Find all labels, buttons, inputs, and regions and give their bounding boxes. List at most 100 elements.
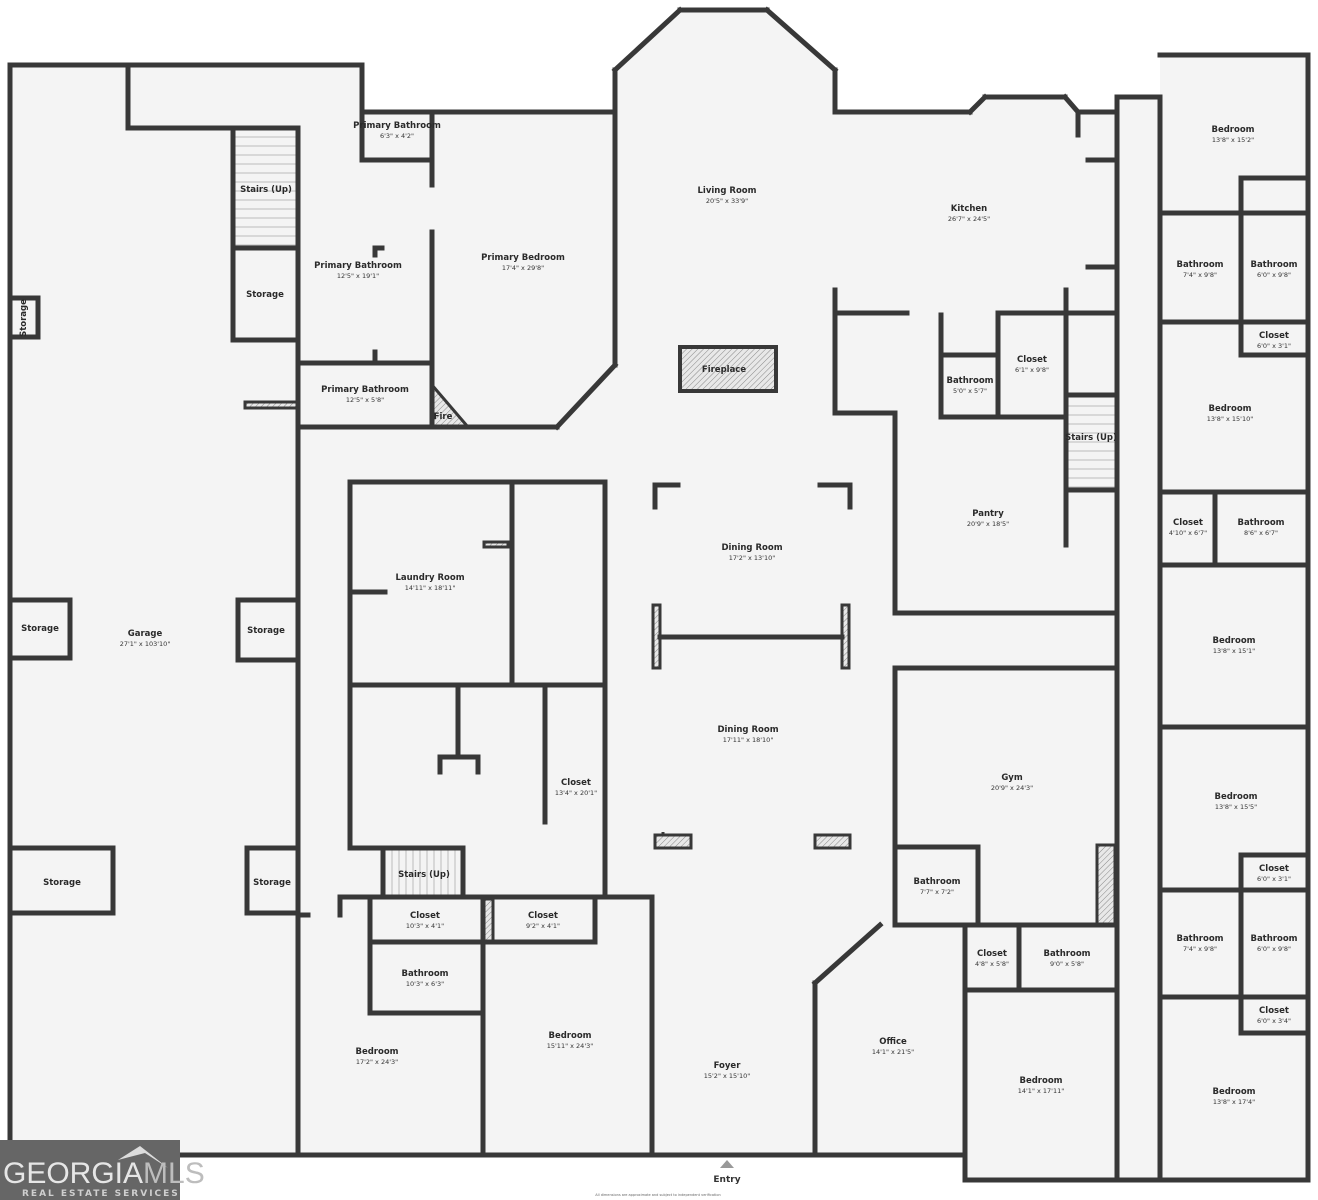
room-label: Storage (247, 626, 285, 636)
room-dimensions: 13'8" x 15'10" (1207, 415, 1253, 423)
hatched-elements (243, 345, 1117, 943)
room-dimensions: 7'4" x 9'8" (1183, 945, 1217, 953)
room-name: Bedroom (1214, 792, 1257, 802)
room-name: Dining Room (721, 543, 782, 553)
room-name: Closet (528, 911, 558, 921)
room-dimensions: 15'11" x 24'3" (547, 1042, 593, 1050)
room-dimensions: 14'1" x 17'11" (1018, 1087, 1064, 1095)
room-dimensions: 14'11" x 18'11" (405, 584, 456, 592)
room-label: Fireplace (702, 365, 746, 375)
room-dimensions: 6'1" x 9'8" (1015, 366, 1049, 374)
building-floor (10, 10, 1308, 1180)
disclaimer: All dimensions are approximate and subje… (595, 1193, 720, 1197)
room-name: Bedroom (355, 1047, 398, 1057)
room-dimensions: 13'4" x 20'1" (555, 789, 597, 797)
room-name: Bedroom (1211, 125, 1254, 135)
room-dimensions: 20'5" x 33'9" (706, 197, 748, 205)
room-name: Dining Room (717, 725, 778, 735)
room-name: Bathroom (1176, 934, 1223, 944)
room-dimensions: 10'3" x 4'1" (406, 922, 444, 930)
room-name: Bathroom (1250, 934, 1297, 944)
room-name: Fire (434, 412, 453, 422)
room-name: Bathroom (913, 877, 960, 887)
room-dimensions: 26'7" x 24'5" (948, 215, 990, 223)
room-dimensions: 6'0" x 3'1" (1257, 875, 1291, 883)
room-name: Storage (21, 624, 59, 634)
room-dimensions: 12'5" x 19'1" (337, 272, 379, 280)
stair-treads (1068, 405, 1117, 488)
room-name: Closet (1259, 1006, 1289, 1016)
room-name: Closet (1173, 518, 1203, 528)
room-label: Storage (253, 878, 291, 888)
room-dimensions: 6'0" x 9'8" (1257, 945, 1291, 953)
svg-text:GEORGIAMLS: GEORGIAMLS (3, 1157, 205, 1190)
entry-arrow-icon (720, 1160, 734, 1168)
room-dimensions: 6'3" x 4'2" (380, 132, 414, 140)
room-name: Office (879, 1037, 907, 1047)
room-name: Storage (247, 626, 285, 636)
room-name: Laundry Room (395, 573, 464, 583)
column (1095, 843, 1117, 927)
wall-segment (811, 921, 884, 987)
room-dimensions: 4'8" x 5'8" (975, 960, 1009, 968)
room-label: Storage (43, 878, 81, 888)
room-name: Bedroom (1019, 1076, 1062, 1086)
room-dimensions: 27'1" x 103'10" (120, 640, 171, 648)
room-name: Bathroom (1250, 260, 1297, 270)
room-name: Primary Bathroom (353, 121, 441, 131)
room-dimensions: 17'2" x 13'10" (729, 554, 775, 562)
room-name: Foyer (714, 1061, 742, 1071)
room-dimensions: 13'8" x 15'1" (1213, 647, 1255, 655)
room-name: Closet (410, 911, 440, 921)
room-name: Bathroom (1043, 949, 1090, 959)
room-dimensions: 15'2" x 15'10" (704, 1072, 750, 1080)
room-name: Bedroom (1208, 404, 1251, 414)
room-name: Stairs (Up) (398, 870, 450, 880)
room-name: Stairs (Up) (1065, 433, 1117, 443)
room-name: Storage (19, 299, 29, 337)
stair-treads (391, 850, 463, 897)
room-name: Bedroom (1212, 636, 1255, 646)
wall-segment (611, 6, 684, 74)
room-name: Storage (253, 878, 291, 888)
room-name: Bathroom (1237, 518, 1284, 528)
room-name: Storage (43, 878, 81, 888)
room-name: Garage (128, 629, 163, 639)
svg-text:REAL ESTATE SERVICES: REAL ESTATE SERVICES (22, 1189, 180, 1199)
room-label: Storage (19, 299, 29, 337)
room-name: Closet (977, 949, 1007, 959)
room-name: Bedroom (548, 1031, 591, 1041)
room-label: Stairs (Up) (1065, 433, 1117, 443)
room-name: Fireplace (702, 365, 746, 375)
room-dimensions: 13'8" x 17'4" (1213, 1098, 1255, 1106)
room-name: Gym (1001, 773, 1023, 783)
